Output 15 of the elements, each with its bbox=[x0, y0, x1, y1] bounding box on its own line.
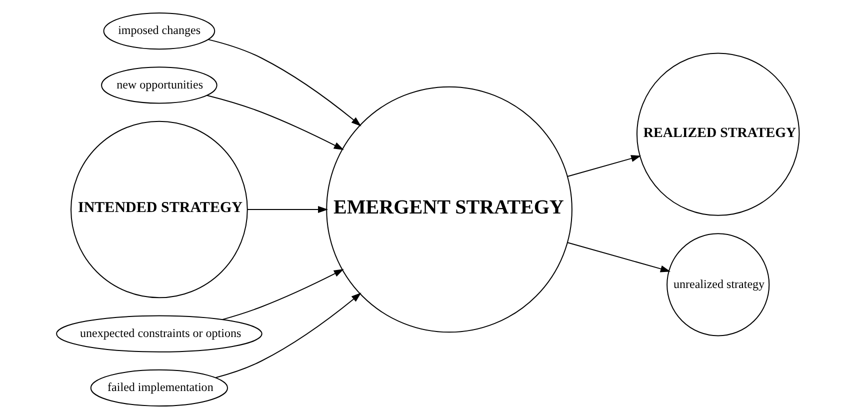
node-ellipse: unexpected constraints or options bbox=[56, 314, 262, 352]
arrow bbox=[247, 205, 328, 213]
node-circle: REALIZED STRATEGY bbox=[636, 52, 800, 216]
arrow bbox=[216, 292, 362, 378]
node-circle: EMERGENT STRATEGY bbox=[326, 86, 572, 332]
node-ellipse: new opportunities bbox=[101, 66, 218, 104]
arrow bbox=[222, 268, 344, 320]
arrow bbox=[206, 94, 344, 150]
arrow bbox=[567, 154, 642, 176]
node-ellipse: failed implementation bbox=[90, 368, 228, 406]
node-ellipse: imposed changes bbox=[103, 12, 216, 50]
arrow bbox=[567, 242, 671, 272]
arrow bbox=[208, 38, 362, 126]
node-circle: INTENDED STRATEGY bbox=[70, 120, 248, 298]
node-circle: unrealized strategy bbox=[666, 232, 770, 336]
